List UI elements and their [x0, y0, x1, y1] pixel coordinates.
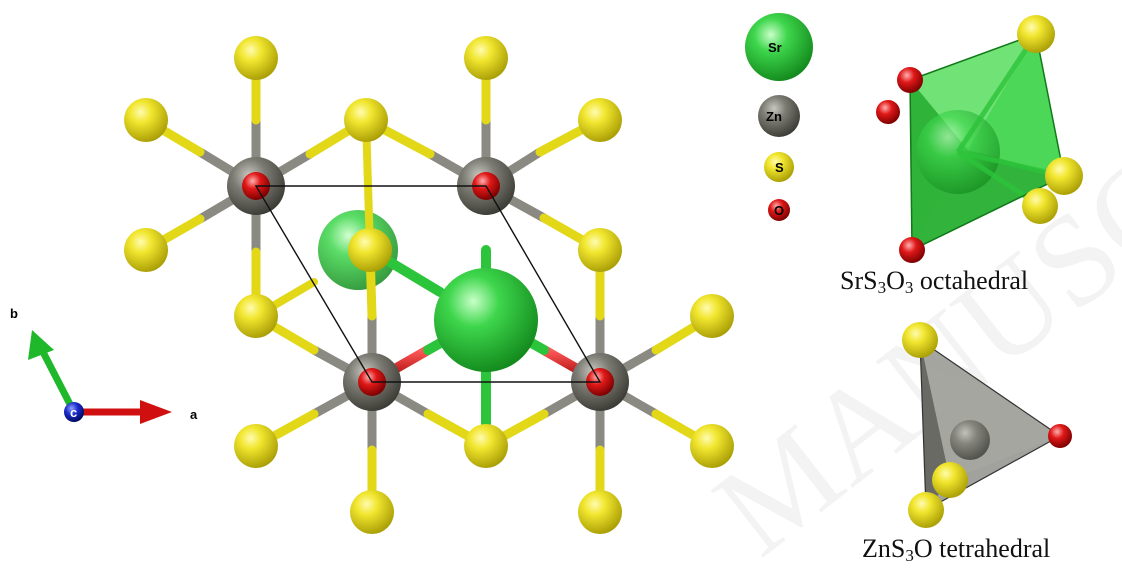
o-atom: [897, 67, 923, 93]
s-atom: [234, 424, 278, 468]
s-atom: [1017, 15, 1055, 53]
s-atom: [1022, 188, 1058, 224]
sulfur-atoms: [124, 36, 734, 534]
s-atom: [902, 322, 938, 358]
caption-octahedral: SrS3O3 octahedral: [840, 266, 1029, 297]
s-atom: [124, 98, 168, 142]
legend-o-label: O: [774, 203, 784, 218]
legend-zn-label: Zn: [766, 109, 782, 124]
a-axis-arrow-icon: [140, 400, 172, 424]
legend-s-icon: [764, 152, 794, 182]
b-axis-arrow-icon: [28, 330, 54, 360]
legend: Sr Zn S O: [745, 13, 813, 221]
s-atom: [464, 424, 508, 468]
legend-o-icon: [768, 199, 790, 221]
legend-zn-icon: [758, 95, 800, 137]
main-structure: [124, 36, 734, 534]
s-atom: [348, 228, 392, 272]
o-atom: [1048, 424, 1072, 448]
s-atom: [344, 98, 388, 142]
legend-sr-icon: [745, 13, 813, 81]
axis-label-b: b: [10, 306, 18, 321]
o-atom: [899, 237, 925, 263]
srs3o3-octahedron: [876, 15, 1083, 263]
axes-indicator: c a b: [10, 306, 198, 424]
s-atom: [464, 36, 508, 80]
s-atom: [124, 228, 168, 272]
s-atom: [578, 228, 622, 272]
caption-tetrahedral: ZnS3O tetrahedral: [862, 534, 1051, 565]
legend-s-label: S: [775, 160, 784, 175]
unit-cell-outline: [254, 185, 602, 383]
s-atom: [690, 424, 734, 468]
s-atom: [578, 98, 622, 142]
o-atom: [876, 100, 900, 124]
s-atom: [908, 492, 944, 528]
s-atom: [234, 294, 278, 338]
s-atom: [234, 36, 278, 80]
axis-label-c: c: [70, 405, 77, 420]
c-axis-icon: [64, 402, 84, 422]
s-atom: [350, 490, 394, 534]
s-atom: [690, 294, 734, 338]
zns3o-tetrahedron: [902, 322, 1072, 528]
s-atom: [578, 490, 622, 534]
axis-label-a: a: [190, 407, 198, 422]
sr-atom-front: [434, 268, 538, 372]
s-atom: [1045, 157, 1083, 195]
legend-sr-label: Sr: [768, 40, 782, 55]
s-atom: [932, 462, 968, 498]
